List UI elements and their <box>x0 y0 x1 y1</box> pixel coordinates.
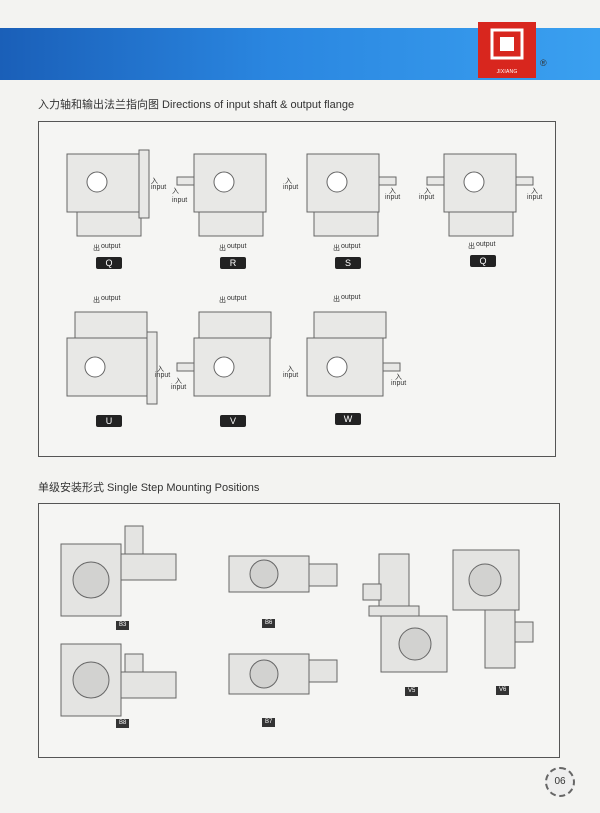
input-label: input <box>419 194 435 201</box>
output-label: 出 <box>333 245 340 252</box>
direction-code: R <box>220 257 246 269</box>
brand-logo: JIXIANG <box>478 22 536 78</box>
input-label: 入 <box>172 188 179 195</box>
input-label: input <box>391 380 407 387</box>
input-label: input <box>171 384 187 391</box>
mounting-drawings <box>60 525 534 717</box>
direction-code: Q <box>96 257 122 269</box>
output-label: output <box>227 243 247 250</box>
input-label: 入 <box>531 188 538 195</box>
output-label: output <box>101 243 121 250</box>
mounting-position-label: V6 <box>496 686 510 695</box>
directions-panel: 入 input 入 input 入 input 入 input 入 input … <box>38 121 556 457</box>
directions-drawings <box>66 149 534 405</box>
output-label: output <box>341 294 361 301</box>
directions-title: 入力轴和输出法兰指向图 Directions of input shaft & … <box>38 99 355 111</box>
input-label: 入 <box>389 188 396 195</box>
input-label: input <box>172 197 188 204</box>
mounting-panel: B3 B6 V5 V6 B8 B7 <box>38 503 560 758</box>
input-label: 入 <box>395 374 402 381</box>
input-label: 入 <box>175 378 182 385</box>
mounting-position-label: B8 <box>116 719 130 728</box>
output-label: 出 <box>93 297 100 304</box>
output-label: 出 <box>93 245 100 252</box>
direction-code: W <box>335 413 361 425</box>
output-label: output <box>227 295 247 302</box>
input-label: input <box>385 194 401 201</box>
output-label: output <box>476 241 496 248</box>
input-label: 入 <box>424 188 431 195</box>
mounting-position-label: B6 <box>262 619 276 628</box>
input-label: 入 <box>285 178 292 185</box>
direction-code: V <box>220 415 246 427</box>
mounting-position-label: B7 <box>262 718 276 727</box>
mounting-title: 单级安装形式 Single Step Mounting Positions <box>38 482 260 494</box>
input-label: 入 <box>287 366 294 373</box>
output-label: 出 <box>219 297 226 304</box>
direction-code: Q <box>470 255 496 267</box>
output-label: 出 <box>333 296 340 303</box>
output-label: output <box>341 243 361 250</box>
logo-caption: JIXIANG <box>496 69 518 75</box>
output-label: output <box>101 295 121 302</box>
direction-code: S <box>335 257 361 269</box>
input-label: input <box>151 184 167 191</box>
input-label: 入 <box>157 366 164 373</box>
input-label: input <box>283 184 299 191</box>
registered-mark: ® <box>540 58 547 68</box>
input-label: input <box>283 372 299 379</box>
input-label: 入 <box>151 178 158 185</box>
page-number: 06 <box>545 767 575 797</box>
direction-code: U <box>96 415 122 427</box>
mounting-position-label: V5 <box>405 687 419 696</box>
input-label: input <box>155 372 171 379</box>
input-label: input <box>527 194 543 201</box>
logo-mark-icon <box>490 28 524 60</box>
mounting-position-label: B3 <box>116 621 130 630</box>
output-label: 出 <box>219 245 226 252</box>
output-label: 出 <box>468 243 475 250</box>
